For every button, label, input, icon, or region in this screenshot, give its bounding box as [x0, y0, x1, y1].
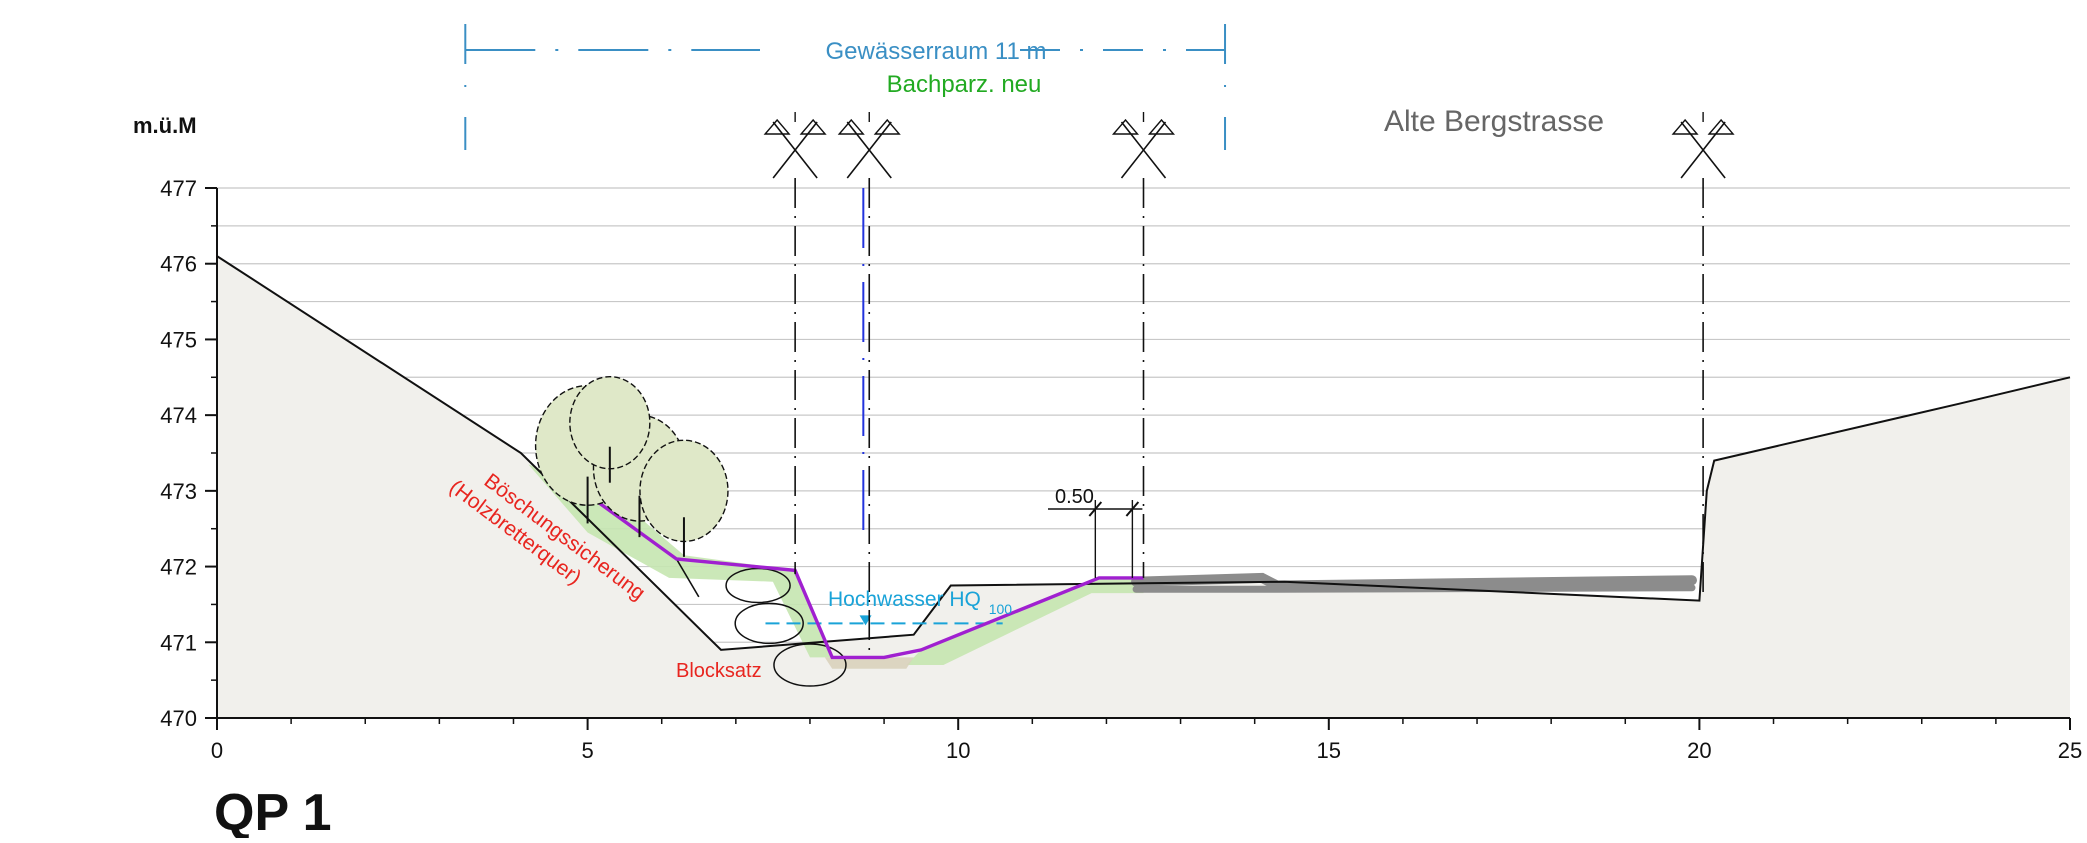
- road-surface-lower: [1132, 584, 1696, 593]
- boundary-marker: [1111, 112, 1176, 578]
- hochwasser-subscript: 100: [989, 601, 1013, 617]
- y-tick-label: 473: [160, 479, 197, 504]
- tree-icon: [639, 439, 729, 557]
- marker-flag-left: [1671, 118, 1699, 135]
- existing-terrain-line: [216, 255, 2071, 651]
- alte-bergstrasse-label: Alte Bergstrasse: [1384, 105, 1604, 138]
- bank-protection-right: [906, 577, 1144, 665]
- boundary-marker: [763, 112, 827, 575]
- terrain-layer: [216, 188, 2071, 718]
- y-tick-label: 476: [160, 252, 197, 277]
- y-tick-label: 471: [160, 630, 197, 655]
- axis-ticks: 470 471 472 473 474 475 476 477 0 5 10 15 20 25: [160, 176, 2082, 763]
- marker-flag-right: [1707, 118, 1735, 135]
- blocksatz-stone: [734, 602, 804, 645]
- boundary-marker: [837, 112, 901, 654]
- y-tick-label: 475: [160, 327, 197, 352]
- y-tick-label: 477: [160, 176, 197, 201]
- marker-cross-b: [772, 121, 818, 179]
- x-tick-label: 15: [1317, 738, 1341, 763]
- boundary-marker: [1671, 112, 1735, 597]
- x-tick-label: 5: [581, 738, 593, 763]
- dimension-layer: [464, 24, 1735, 654]
- hochwasser-text: Hochwasser HQ: [828, 588, 981, 611]
- blocksatz-label: Blocksatz: [676, 660, 762, 682]
- x-tick-label: 0: [211, 738, 223, 763]
- x-tick-label: 10: [946, 738, 970, 763]
- x-tick-label: 25: [2058, 738, 2082, 763]
- marker-cross-b: [846, 121, 892, 179]
- marker-cross-b: [1120, 121, 1167, 179]
- offset-dim-tick-left: [1088, 501, 1103, 517]
- bachparzelle-label: Bachparz. neu: [887, 71, 1042, 98]
- section-title: QP 1: [214, 784, 332, 838]
- marker-flag-right: [1147, 118, 1176, 135]
- marker-cross-b: [1680, 121, 1726, 179]
- streambed-fill: [824, 657, 914, 669]
- tree-icon: [569, 376, 651, 483]
- offset-dimension-label: 0.50: [1055, 486, 1094, 508]
- x-tick-label: 20: [1687, 738, 1711, 763]
- new-profile-line: [586, 493, 1144, 660]
- y-axis-unit-label: m.ü.M: [133, 113, 197, 138]
- marker-flag-left: [1111, 118, 1140, 135]
- marker-flag-left: [763, 118, 791, 135]
- y-tick-label: 474: [160, 403, 197, 428]
- terrain-fill: [217, 256, 2070, 718]
- blocksatz-stone: [773, 643, 847, 687]
- marker-flag-left: [837, 118, 865, 135]
- marker-flag-right: [799, 118, 827, 135]
- y-tick-label: 470: [160, 706, 197, 731]
- marker-flag-right: [873, 118, 901, 135]
- hochwasser-label: Hochwasser HQ 100: [828, 588, 1012, 617]
- y-tick-label: 472: [160, 555, 197, 580]
- gewaesserraum-label: Gewässerraum 11 m: [826, 38, 1047, 65]
- existing-bank-line: [675, 558, 700, 598]
- offset-dim-tick-right: [1125, 501, 1140, 517]
